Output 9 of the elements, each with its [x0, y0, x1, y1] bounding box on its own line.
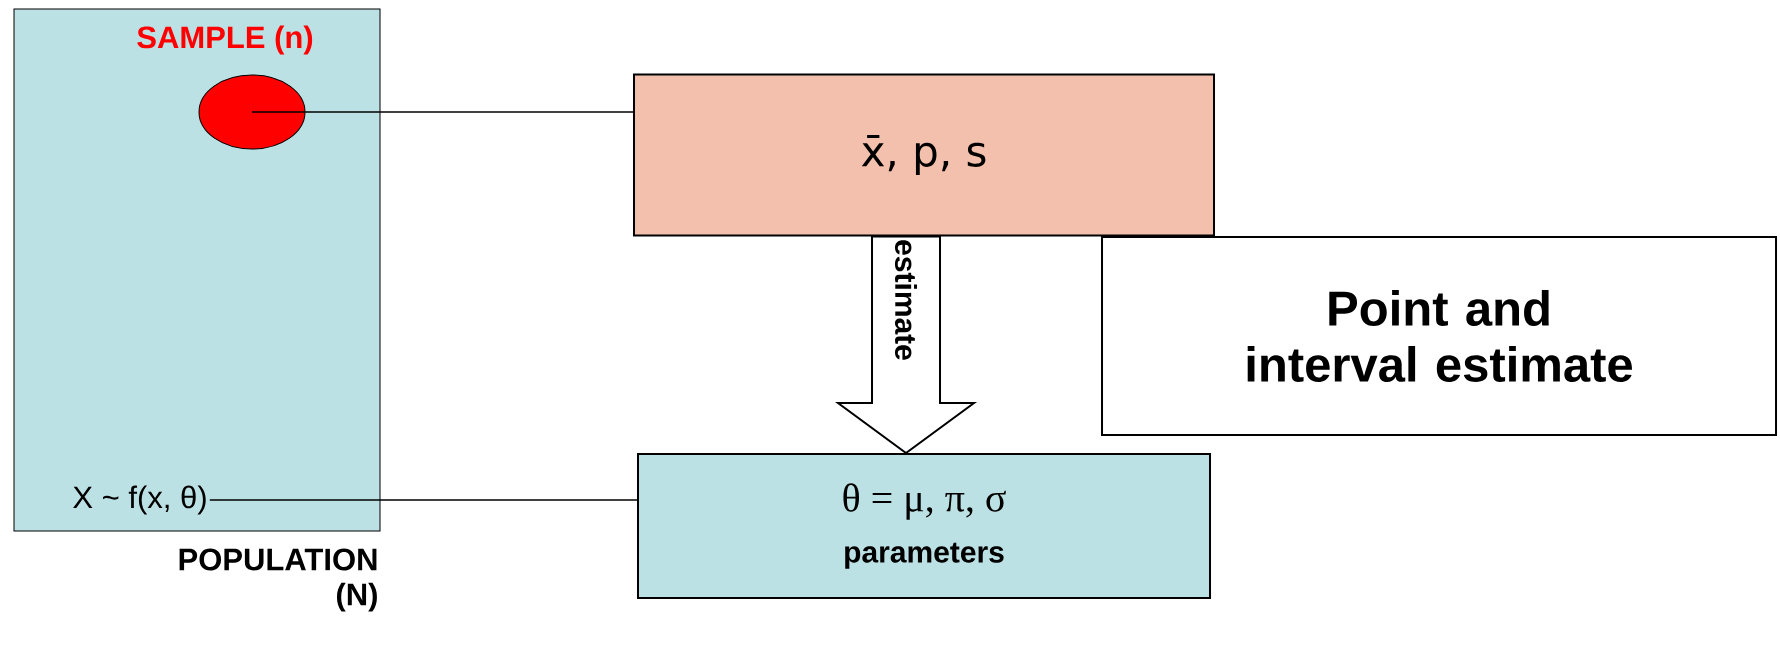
distribution-text: X ~ f(x, θ) — [73, 485, 206, 515]
parameters-box: θ = μ, π, σ parameters — [637, 453, 1211, 599]
connector-line — [209, 499, 638, 501]
sample-label: SAMPLE (n) — [137, 25, 313, 55]
statistics-box: x̄, p, s — [633, 73, 1215, 237]
edge-label: estimate — [894, 238, 919, 362]
title-box: Point and interval estimate — [1101, 236, 1777, 436]
box-heading: POPULATION (N) — [179, 548, 377, 612]
connector-line — [251, 111, 634, 113]
